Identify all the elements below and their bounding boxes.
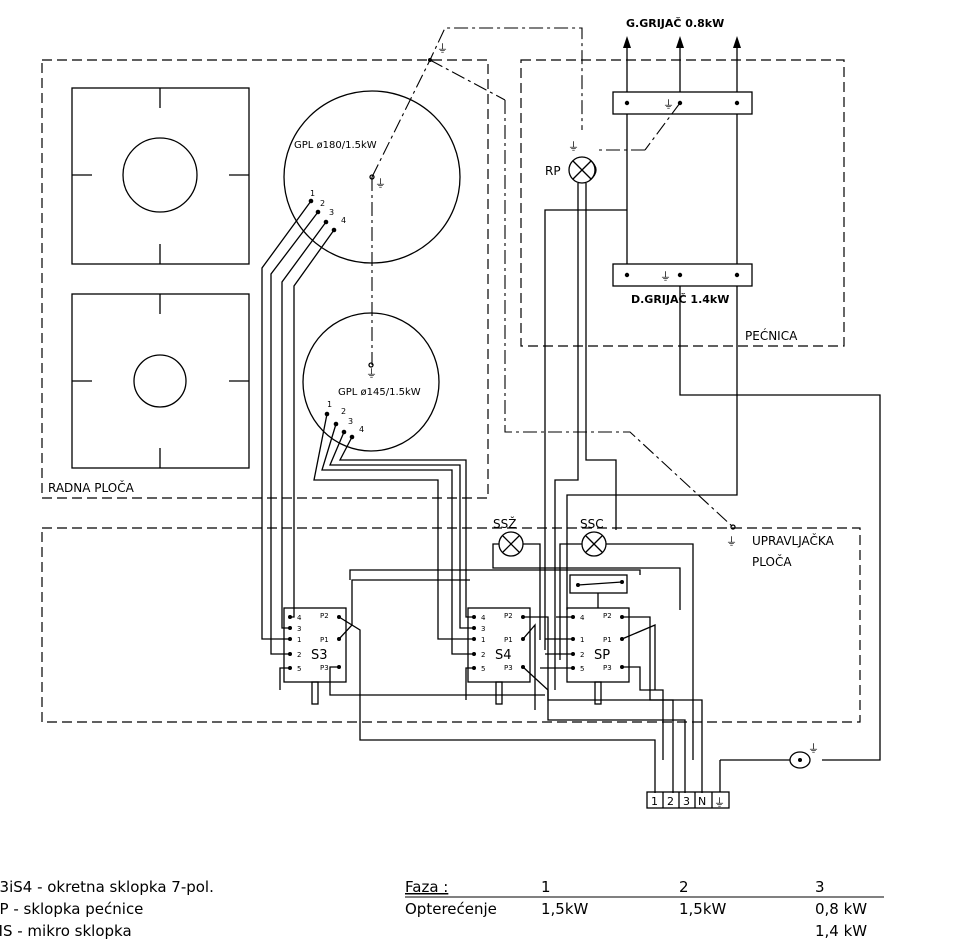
svg-text:4: 4 bbox=[481, 614, 486, 622]
wires-small-plate-to-s4 bbox=[313, 413, 474, 655]
table-faza-label: Faza : bbox=[405, 878, 448, 896]
micro-switch bbox=[569, 574, 628, 608]
table-value-3: 0,8 kW bbox=[815, 900, 867, 918]
svg-text:3: 3 bbox=[683, 795, 690, 808]
upravljacka-ploca-zone bbox=[41, 527, 861, 723]
svg-text:3: 3 bbox=[297, 625, 301, 633]
wires-large-plate-to-s3 bbox=[261, 200, 335, 655]
svg-text:2: 2 bbox=[481, 651, 485, 659]
upravljacka-label-2: PLOČA bbox=[752, 554, 792, 569]
ssc-lamp bbox=[581, 531, 607, 557]
gpl-small-label: GPL ø145/1.5kW bbox=[338, 387, 421, 398]
table-value-3-extra: 1,4 kW bbox=[815, 922, 867, 940]
svg-text:4: 4 bbox=[297, 614, 302, 622]
svg-text:⏚: ⏚ bbox=[568, 140, 579, 153]
rp-lamp: ⏚ bbox=[568, 140, 597, 184]
legend-line-3: MS - mikro sklopka bbox=[0, 922, 132, 940]
svg-text:5: 5 bbox=[580, 665, 584, 673]
svg-text:⏚: ⏚ bbox=[726, 535, 737, 548]
legend-line-1: S3iS4 - okretna sklopka 7-pol. bbox=[0, 878, 214, 896]
svg-text:5: 5 bbox=[297, 665, 301, 673]
ssz-label: SSŽ bbox=[493, 516, 516, 531]
svg-text:2: 2 bbox=[320, 199, 325, 208]
svg-text:N: N bbox=[698, 795, 706, 808]
svg-text:⏚: ⏚ bbox=[437, 42, 448, 55]
svg-text:P1: P1 bbox=[504, 636, 513, 644]
svg-text:⏚: ⏚ bbox=[366, 367, 377, 380]
svg-text:⏚: ⏚ bbox=[714, 796, 725, 809]
svg-text:P1: P1 bbox=[603, 636, 612, 644]
svg-text:4: 4 bbox=[341, 216, 346, 225]
legend-line-2: SP - sklopka pećnice bbox=[0, 900, 143, 918]
hob-bottom-left bbox=[71, 293, 250, 469]
svg-text:P2: P2 bbox=[603, 612, 612, 620]
svg-text:⏚: ⏚ bbox=[375, 177, 386, 190]
heater-output-arrows bbox=[623, 36, 741, 92]
table-header-1: 1 bbox=[541, 878, 551, 896]
svg-text:⏚: ⏚ bbox=[663, 98, 674, 111]
terminal-block: 1 2 3 N ⏚ bbox=[646, 759, 790, 809]
svg-text:P3: P3 bbox=[320, 664, 329, 672]
svg-text:1: 1 bbox=[297, 636, 301, 644]
table-value-2: 1,5kW bbox=[679, 900, 727, 918]
table-row-label: Opterećenje bbox=[405, 900, 497, 918]
svg-text:2: 2 bbox=[341, 407, 346, 416]
switch-s3-label: S3 bbox=[311, 648, 328, 663]
svg-text:2: 2 bbox=[580, 651, 584, 659]
svg-text:4: 4 bbox=[580, 614, 585, 622]
table-header-2: 2 bbox=[679, 878, 689, 896]
pecnica-label: PEĆNICA bbox=[745, 328, 798, 343]
ssc-label: SSC bbox=[580, 517, 604, 531]
ssz-lamp bbox=[498, 531, 524, 557]
svg-text:P2: P2 bbox=[320, 612, 329, 620]
switch-sp-label: SP bbox=[594, 648, 610, 663]
radna-ploca-label: RADNA PLOČA bbox=[48, 480, 135, 495]
svg-text:3: 3 bbox=[348, 417, 353, 426]
switch-s3-pins: 4 3 1 2 5 P2 P1 P3 bbox=[288, 612, 341, 673]
svg-text:2: 2 bbox=[667, 795, 674, 808]
svg-text:1: 1 bbox=[310, 189, 315, 198]
pecnica-zone bbox=[520, 59, 845, 347]
switch-s4 bbox=[467, 607, 531, 705]
plate-large-pins: 1 2 3 4 bbox=[308, 189, 346, 233]
svg-text:3: 3 bbox=[329, 208, 334, 217]
svg-text:P1: P1 bbox=[320, 636, 329, 644]
ground-plug: ⏚ bbox=[789, 742, 819, 769]
table-value-1: 1,5kW bbox=[541, 900, 589, 918]
switch-s3 bbox=[283, 607, 347, 705]
hob-top-left bbox=[71, 87, 250, 265]
svg-text:1: 1 bbox=[481, 636, 485, 644]
load-table: Faza : 1 2 3 Opterećenje 1,5kW 1,5kW 0,8… bbox=[405, 878, 884, 940]
svg-text:⏚: ⏚ bbox=[660, 270, 671, 283]
switch-sp-pins: 4 1 2 5 P2 P1 P3 bbox=[571, 612, 624, 673]
bottom-heater: ⏚ bbox=[612, 263, 753, 287]
table-header-3: 3 bbox=[815, 878, 825, 896]
svg-text:P3: P3 bbox=[504, 664, 513, 672]
switch-s4-pins: 4 3 1 2 5 P2 P1 P3 bbox=[472, 612, 525, 673]
g-grijac-label: G.GRIJAČ 0.8kW bbox=[626, 17, 724, 30]
wires-switch-interconnect bbox=[279, 569, 703, 793]
legend: S3iS4 - okretna sklopka 7-pol. SP - sklo… bbox=[0, 878, 214, 940]
switch-s4-label: S4 bbox=[495, 648, 512, 663]
svg-text:1: 1 bbox=[651, 795, 658, 808]
svg-text:2: 2 bbox=[297, 651, 301, 659]
radna-ploca-zone bbox=[41, 59, 489, 499]
svg-text:5: 5 bbox=[481, 665, 485, 673]
svg-text:1: 1 bbox=[327, 400, 332, 409]
gpl-large-label: GPL ø180/1.5kW bbox=[294, 140, 377, 151]
svg-text:1: 1 bbox=[580, 636, 584, 644]
svg-text:P3: P3 bbox=[603, 664, 612, 672]
upravljacka-label-1: UPRAVLJAČKA bbox=[752, 533, 835, 548]
switch-sp bbox=[566, 607, 630, 705]
svg-text:3: 3 bbox=[481, 625, 485, 633]
svg-text:⏚: ⏚ bbox=[808, 742, 819, 755]
hot-plate-small bbox=[302, 312, 440, 452]
rp-label: RP bbox=[545, 164, 561, 178]
plate-small-pins: 1 2 3 4 bbox=[324, 400, 364, 440]
svg-text:P2: P2 bbox=[504, 612, 513, 620]
svg-text:4: 4 bbox=[359, 425, 364, 434]
top-heater: ⏚ bbox=[612, 91, 753, 115]
